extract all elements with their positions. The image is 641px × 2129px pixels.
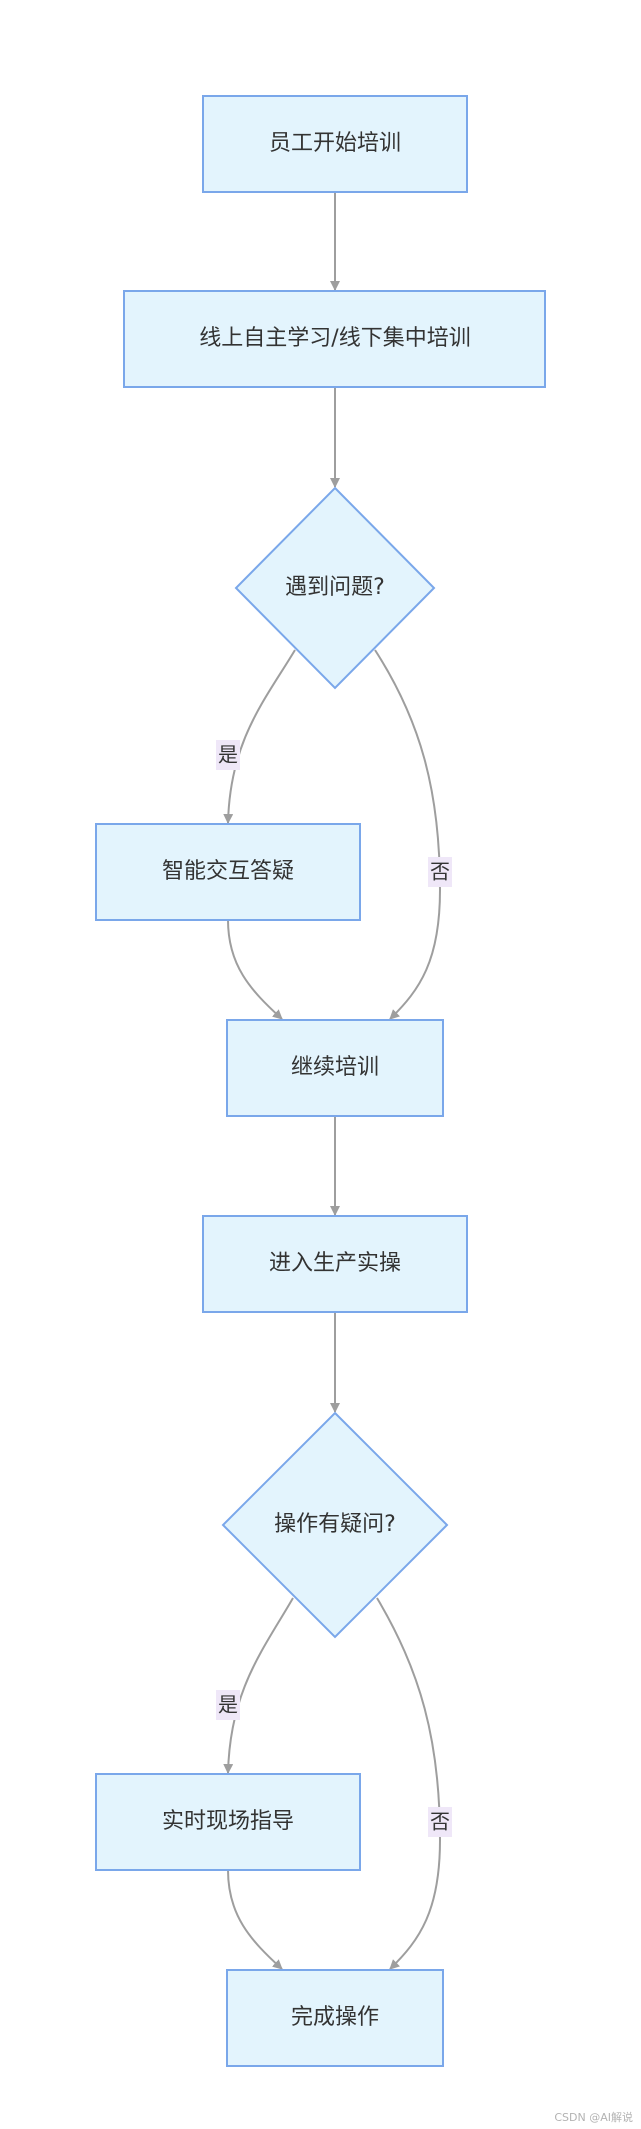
edge-problem-yes <box>223 649 296 824</box>
edge-label-text: 否 <box>430 1810 450 1834</box>
node-live-guidance: 实时现场指导 <box>95 1773 361 1871</box>
edge-doubt-yes <box>223 1597 294 1774</box>
node-problem-decision: 遇到问题? <box>234 486 436 690</box>
node-continue-training: 继续培训 <box>226 1019 444 1117</box>
edge-label-doubt-yes: 是 <box>216 1690 240 1720</box>
node-label: 遇到问题? <box>285 575 385 600</box>
node-start: 员工开始培训 <box>202 95 468 193</box>
node-label: 员工开始培训 <box>269 131 401 156</box>
edge-label-text: 是 <box>218 743 238 767</box>
node-label: 完成操作 <box>291 2005 379 2030</box>
node-production: 进入生产实操 <box>202 1215 468 1313</box>
edge-label-text: 否 <box>430 860 450 884</box>
node-finish: 完成操作 <box>226 1969 444 2067</box>
edge-doubt-no <box>376 1597 442 1970</box>
node-doubt-decision: 操作有疑问? <box>221 1411 449 1639</box>
node-label: 进入生产实操 <box>269 1251 401 1276</box>
node-training-mode: 线上自主学习/线下集中培训 <box>123 290 546 388</box>
watermark: CSDN @AI解说 <box>554 2111 633 2124</box>
node-label: 操作有疑问? <box>274 1512 396 1537</box>
node-label: 实时现场指导 <box>162 1809 294 1834</box>
node-label: 线上自主学习/线下集中培训 <box>199 326 470 351</box>
edge-problem-no <box>374 649 442 1020</box>
edge-label-text: 是 <box>218 1693 238 1717</box>
node-label: 继续培训 <box>291 1055 379 1080</box>
edge-label-doubt-no: 否 <box>428 1807 452 1837</box>
edge-ai-to-continue <box>227 919 283 1020</box>
edge-label-problem-no: 否 <box>428 857 452 887</box>
node-ai-qa: 智能交互答疑 <box>95 823 361 921</box>
node-label: 智能交互答疑 <box>162 859 294 884</box>
edge-guidance-to-finish <box>227 1869 283 1970</box>
edge-label-problem-yes: 是 <box>216 740 240 770</box>
